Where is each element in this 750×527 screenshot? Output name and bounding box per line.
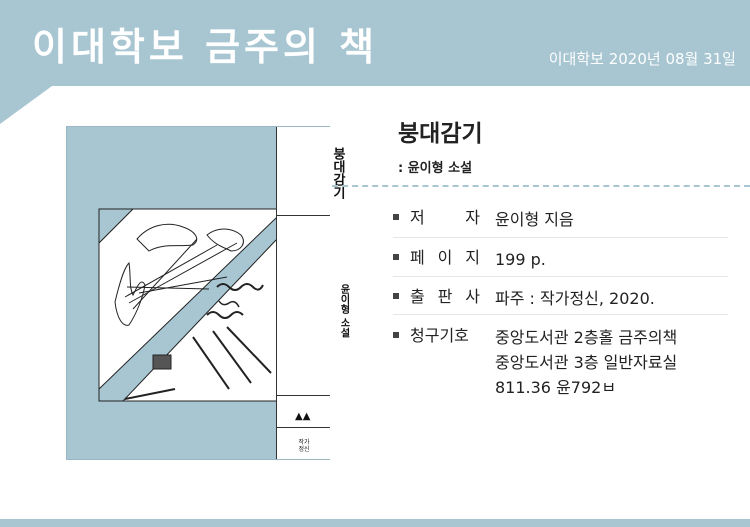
spine-publisher: 작가정신 [298, 439, 310, 453]
book-title: 붕대감기 [398, 121, 483, 147]
book-subtitle: : 윤이형 소설 [398, 161, 473, 176]
info-value: 윤이형 지음 [495, 210, 574, 229]
spine-title: 붕대감기 [330, 147, 345, 199]
info-value: 199 p. [495, 250, 546, 269]
bullet-icon [393, 293, 399, 299]
spine-subtitle: 윤이형 소설 [338, 284, 349, 338]
dashed-divider [332, 185, 750, 187]
info-label: 청구기호 [410, 326, 469, 345]
info-value: 중앙도서관 2층홀 금주의책 중앙도서관 3층 일반자료실 811.36 윤79… [495, 328, 678, 397]
row-divider [393, 314, 728, 315]
spine-divider [277, 395, 330, 396]
bullet-icon [393, 254, 399, 260]
cover-illustration [98, 208, 278, 402]
row-divider [393, 276, 728, 277]
spine-divider [277, 427, 330, 428]
book-spine: 붕대감기 윤이형 소설 ▲▲ 작가정신 [276, 127, 349, 459]
info-value: 파주 : 작가정신, 2020. [495, 289, 655, 308]
bottom-bar [0, 519, 750, 527]
corner-accent [0, 86, 52, 124]
bullet-icon [393, 214, 399, 220]
page-title: 이대학보 금주의 책 [32, 25, 379, 69]
header: 이대학보 금주의 책 이대학보 2020년 08월 31일 [0, 0, 750, 86]
row-divider [393, 237, 728, 238]
bullet-icon [393, 332, 399, 338]
issue-date: 이대학보 2020년 08월 31일 [548, 50, 736, 68]
spine-divider [277, 215, 330, 216]
publisher-logo-icon: ▲▲ [295, 411, 311, 422]
